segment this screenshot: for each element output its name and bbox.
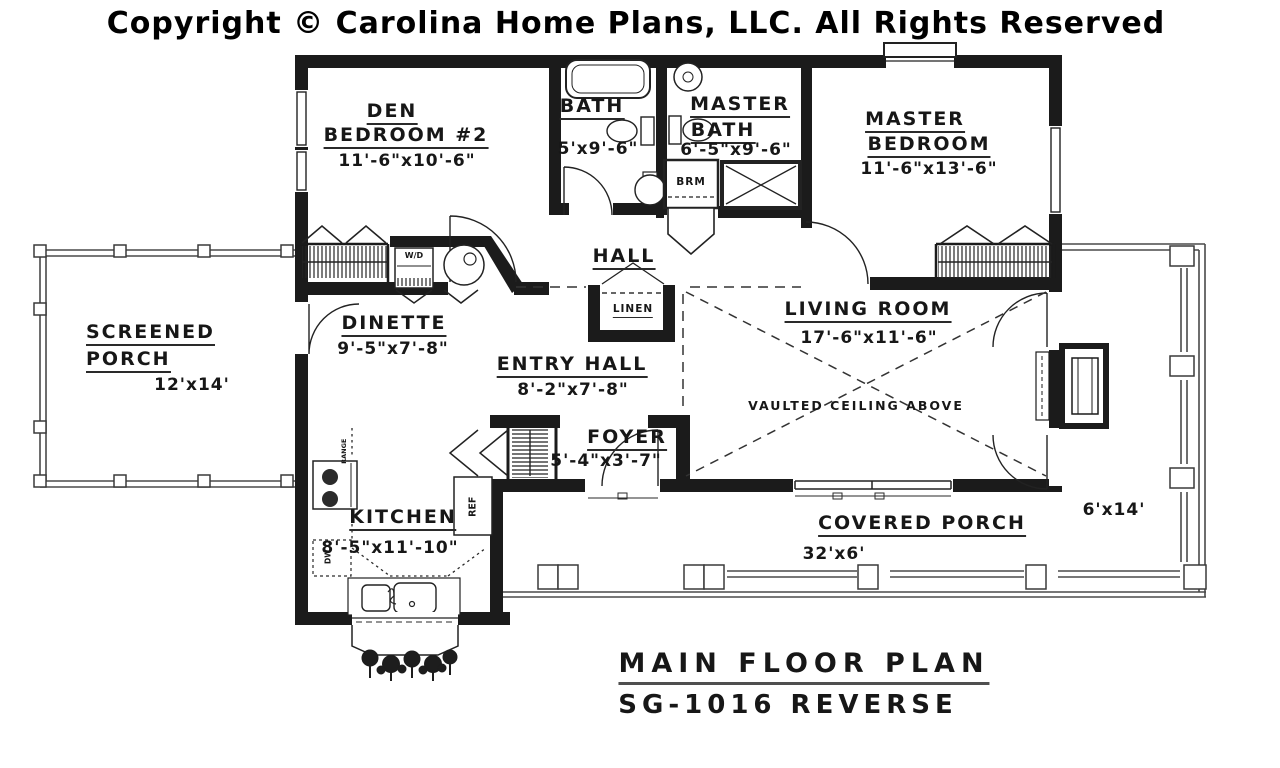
master-bedroom-label-line1: MASTER: [865, 110, 965, 133]
living-room-dims: 17'-6"x11'-6": [800, 328, 938, 348]
living-room-label: LIVING ROOM: [784, 300, 952, 323]
copyright-text: Copyright © Carolina Home Plans, LLC. Al…: [106, 6, 1166, 41]
hall-label: HALL: [592, 247, 656, 270]
master-bath-fixtures: [662, 62, 802, 256]
linen-label: LINEN: [612, 304, 654, 318]
covered-porch-label: COVERED PORCH: [818, 514, 1026, 537]
laundry: [394, 244, 485, 304]
closets: [300, 224, 1056, 479]
foyer-label: FOYER: [587, 428, 667, 451]
screened-porch-label-line2: PORCH: [86, 350, 171, 373]
side-porch-dims: 6'x14': [1082, 500, 1146, 520]
den-label-line2: BEDROOM #2: [323, 126, 489, 149]
bath-fixtures: [565, 59, 666, 206]
bath-dims: 5'x9'-6": [557, 139, 639, 159]
dinette-label: DINETTE: [341, 314, 447, 337]
plan-title-line2: SG-1016 REVERSE: [618, 690, 958, 720]
interior-walls: [295, 55, 1062, 492]
fridge-label: REF: [467, 496, 479, 517]
master-bedroom-dims: 11'-6"x13'-6": [860, 159, 998, 179]
master-bath-label-line2: BATH: [690, 121, 756, 144]
foyer-dims: 5'-4"x3'-7": [550, 451, 662, 471]
broom-closet-label: BRM: [676, 176, 706, 188]
bath-label: BATH: [559, 97, 625, 120]
screened-porch-outline: [39, 249, 296, 488]
dinette-dims: 9'-5"x7'-8": [337, 339, 449, 359]
master-bedroom-label-line2: BEDROOM: [867, 135, 991, 158]
doors: [295, 166, 1062, 500]
plan-title-line1: MAIN FLOOR PLAN: [618, 650, 990, 685]
covered-porch-dims: 32'x6': [802, 544, 866, 564]
covered-porch-posts: [537, 245, 1207, 590]
ceiling-lines: [516, 286, 1047, 477]
screened-porch-dims: 12'x14': [154, 375, 230, 395]
master-bath-label-line1: MASTER: [690, 95, 790, 118]
den-dims: 11'-6"x10'-6": [338, 151, 476, 171]
dishwasher-label: DW: [323, 549, 333, 565]
vaulted-ceiling-note: VAULTED CEILING ABOVE: [748, 398, 964, 413]
entry-hall-label: ENTRY HALL: [496, 355, 648, 378]
entry-hall-dims: 8'-2"x7'-8": [517, 380, 629, 400]
master-bath-dims: 6'-5"x9'-6": [680, 140, 792, 160]
kitchen-dims: 8'-5"x11'-10": [321, 538, 459, 558]
screened-porch-posts: [33, 244, 294, 488]
washer-dryer-label: W/D: [404, 251, 424, 260]
windows: [295, 42, 1062, 500]
den-label-line1: DEN: [366, 102, 418, 125]
range-label: RANGE: [339, 438, 348, 464]
covered-porch-outline: [503, 243, 1206, 598]
fireplace: [1035, 343, 1109, 429]
screened-porch-label-line1: SCREENED: [86, 323, 215, 346]
kitchen-label: KITCHEN: [349, 508, 457, 531]
